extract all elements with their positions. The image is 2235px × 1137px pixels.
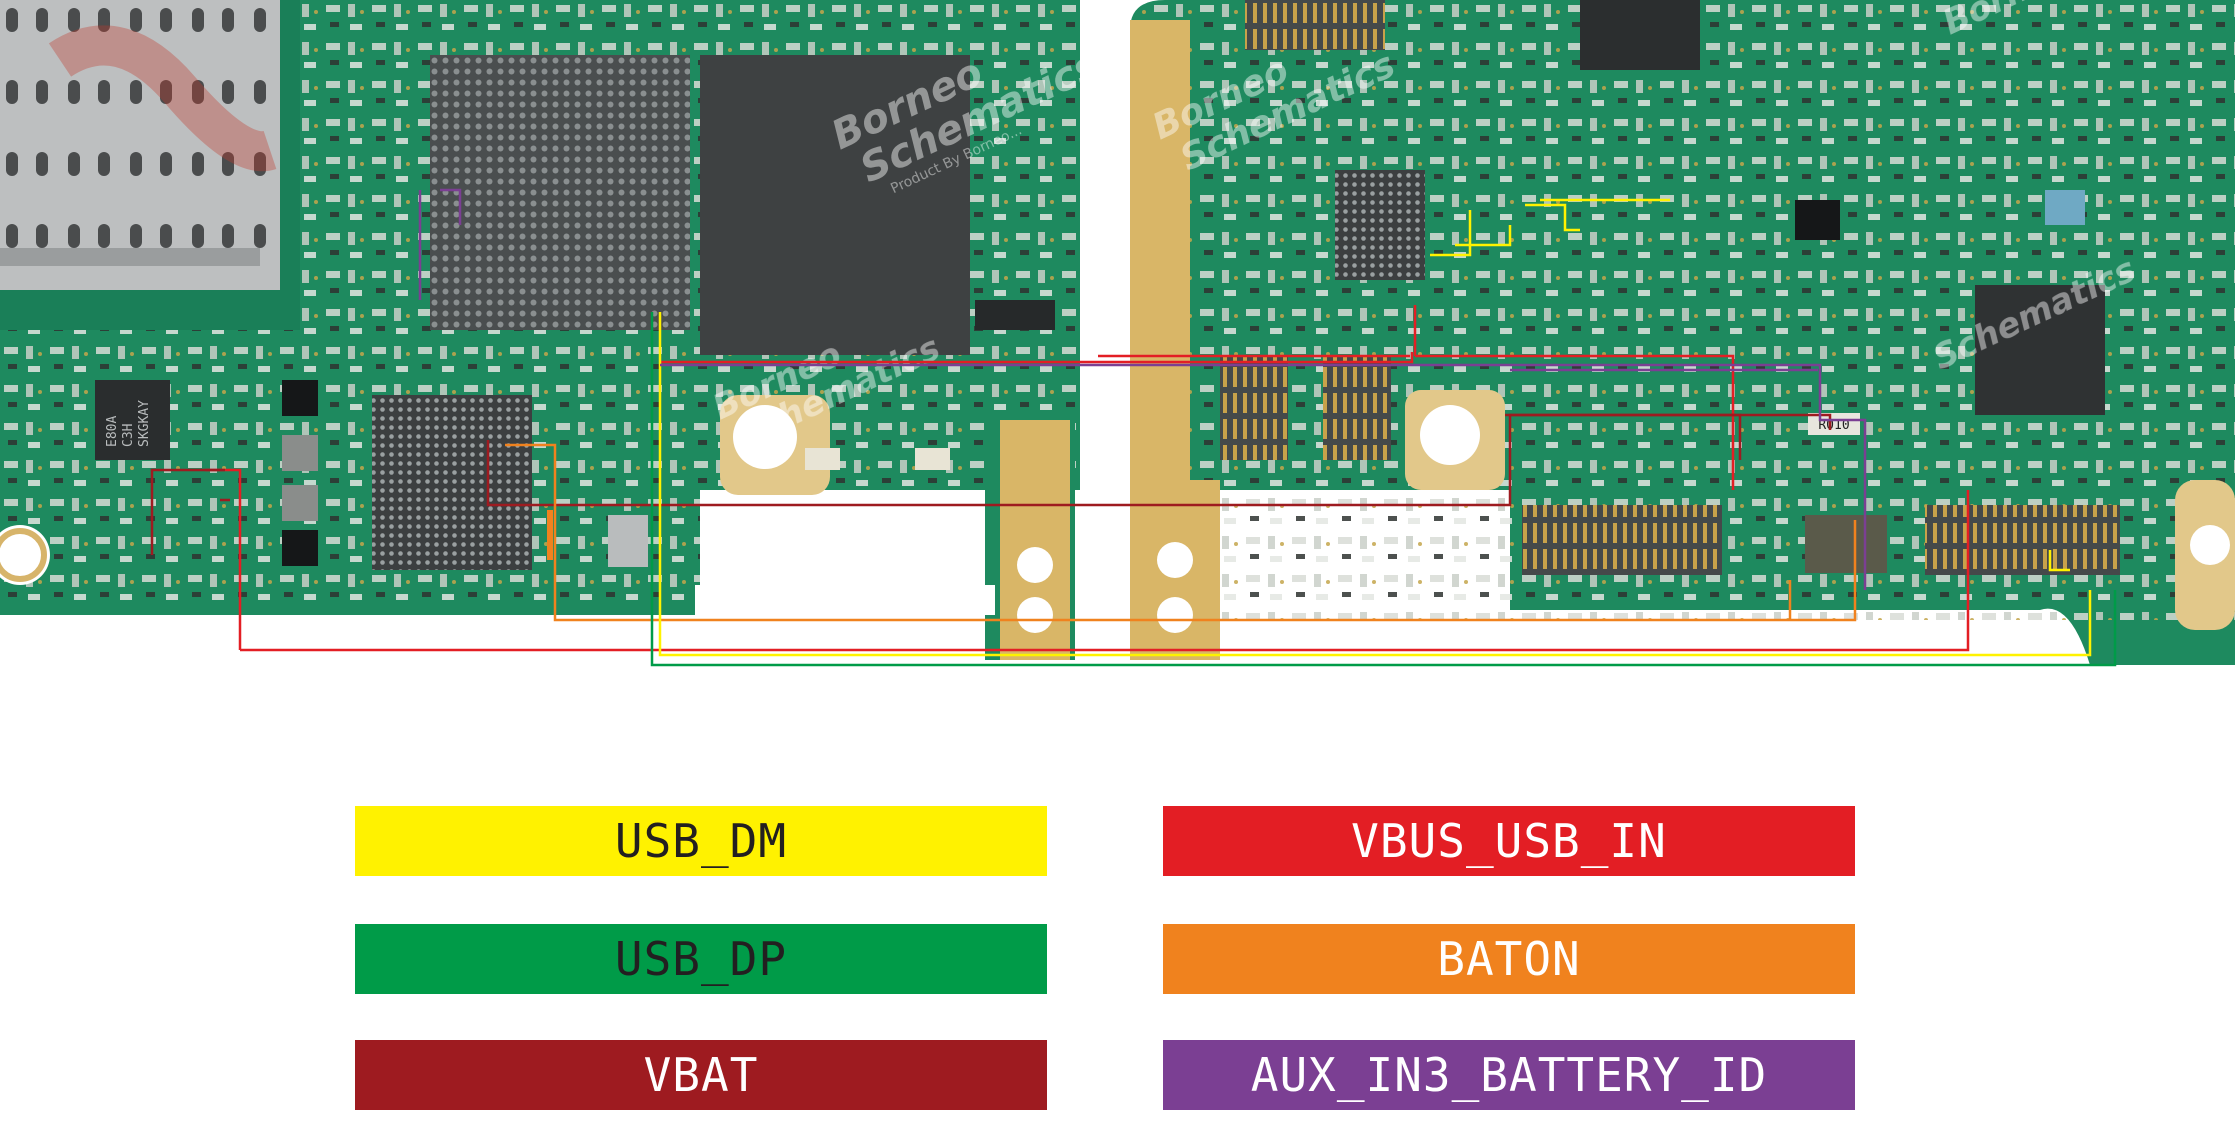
legend-baton: BATON (1163, 924, 1855, 994)
signal-traces (150, 188, 2117, 667)
left-board (0, 0, 1080, 660)
fpc-connector-top (1245, 0, 1385, 50)
trace-aux-in3-battery-id (418, 188, 1867, 590)
trace-usb-dm (658, 198, 2092, 657)
trace-vbat (150, 413, 1742, 555)
memory-chip (700, 55, 970, 355)
legend-label: AUX_IN3_BATTERY_ID (1250, 1048, 1768, 1102)
fpc-connector-right (1925, 505, 2120, 575)
legend-label: BATON (1437, 932, 1581, 986)
sim-card-slot (0, 0, 280, 290)
legend-usb-dm: USB_DM (355, 806, 1047, 876)
right-board: R010 (1130, 0, 2235, 665)
legend-label: VBAT (643, 1048, 759, 1102)
legend-vbus-usb-in: VBUS_USB_IN (1163, 806, 1855, 876)
trace-baton (505, 443, 1857, 622)
bga-chip (430, 55, 690, 330)
pmic-chip (372, 395, 532, 570)
legend-vbat: VBAT (355, 1040, 1047, 1110)
trace-vbus-usb-in (205, 305, 1970, 652)
legend-label: VBUS_USB_IN (1351, 814, 1667, 868)
ic-mark-2: C3H (121, 424, 136, 447)
trace-usb-dp (650, 312, 2117, 667)
legend-label: USB_DP (614, 932, 788, 986)
legend-aux-in3-battery-id: AUX_IN3_BATTERY_ID (1163, 1040, 1855, 1110)
legend-label: USB_DM (614, 814, 788, 868)
ic-mark-1: E80A (105, 416, 120, 447)
ic-mark-3: SKGKAY (137, 400, 152, 447)
legend-usb-dp: USB_DP (355, 924, 1047, 994)
fpc-connector-battery (1522, 505, 1722, 575)
resistor-mark: R010 (1818, 418, 1849, 433)
pcb-board-photo: R010 E80A C3H SKGKAY Borneo Schematics P… (0, 0, 2235, 667)
